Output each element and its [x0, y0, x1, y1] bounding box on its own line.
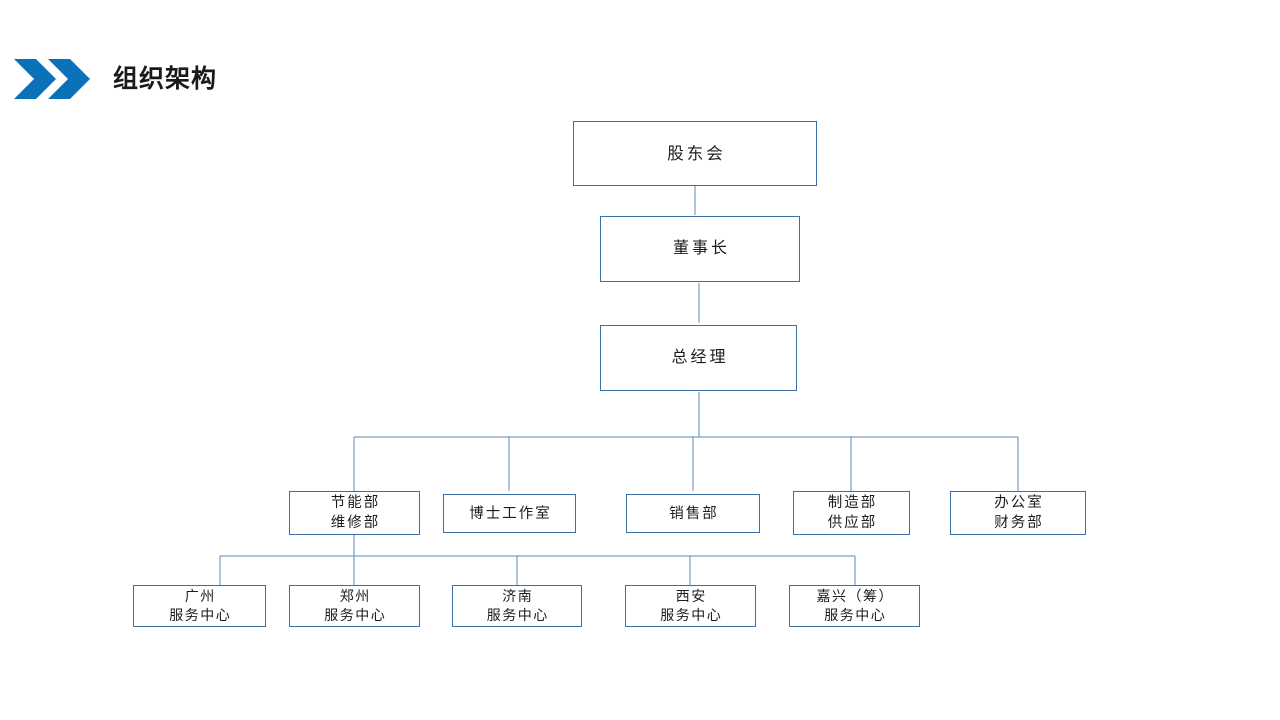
node-manufacturing-supply[interactable]: 制造部 供应部: [793, 491, 910, 535]
node-doctor-studio[interactable]: 博士工作室: [443, 494, 576, 533]
node-xian-line-1: 西安: [675, 588, 707, 604]
node-energy-maintenance-line-2: 维修部: [330, 515, 381, 531]
node-guangzhou-line-1: 广州: [184, 588, 216, 604]
node-jinan-line-2: 服务中心: [486, 607, 549, 623]
node-guangzhou-service-center[interactable]: 广州 服务中心: [133, 585, 266, 627]
node-jinan-service-center[interactable]: 济南 服务中心: [452, 585, 582, 627]
node-energy-maintenance-line-1: 节能部: [330, 495, 381, 511]
node-chairman[interactable]: 董事长: [600, 216, 800, 282]
node-energy-maintenance[interactable]: 节能部 维修部: [289, 491, 420, 535]
double-chevron-right-icon: [14, 59, 90, 99]
node-jinan-line-1: 济南: [502, 588, 534, 604]
node-office-finance-line-2: 财务部: [994, 515, 1044, 531]
node-jiaxing-line-1: 嘉兴（筹）: [816, 588, 894, 604]
node-general-manager[interactable]: 总经理: [600, 325, 797, 391]
page-header: 组织架构: [0, 0, 1280, 120]
node-zhengzhou-service-center[interactable]: 郑州 服务中心: [289, 585, 420, 627]
node-xian-service-center[interactable]: 西安 服务中心: [625, 585, 756, 627]
node-zhengzhou-line-2: 服务中心: [324, 607, 387, 623]
node-guangzhou-line-2: 服务中心: [169, 607, 232, 623]
node-shareholders-line-1: 股东会: [667, 144, 726, 163]
node-chairman-line-1: 董事长: [672, 240, 730, 257]
node-xian-line-2: 服务中心: [660, 607, 723, 623]
node-sales[interactable]: 销售部: [626, 494, 760, 533]
node-office-finance-line-1: 办公室: [994, 495, 1044, 511]
node-jiaxing-line-2: 服务中心: [824, 607, 887, 623]
node-doctor-studio-line-1: 博士工作室: [469, 505, 552, 522]
node-jiaxing-service-center[interactable]: 嘉兴（筹） 服务中心: [789, 585, 920, 627]
node-sales-line-1: 销售部: [669, 505, 719, 522]
node-office-finance[interactable]: 办公室 财务部: [950, 491, 1086, 535]
page-title: 组织架构: [113, 65, 218, 93]
node-shareholders[interactable]: 股东会: [573, 121, 817, 186]
node-manufacturing-supply-line-2: 供应部: [827, 515, 878, 531]
node-manufacturing-supply-line-1: 制造部: [827, 495, 878, 511]
node-zhengzhou-line-1: 郑州: [339, 588, 371, 604]
node-general-manager-line-1: 总经理: [671, 349, 729, 366]
